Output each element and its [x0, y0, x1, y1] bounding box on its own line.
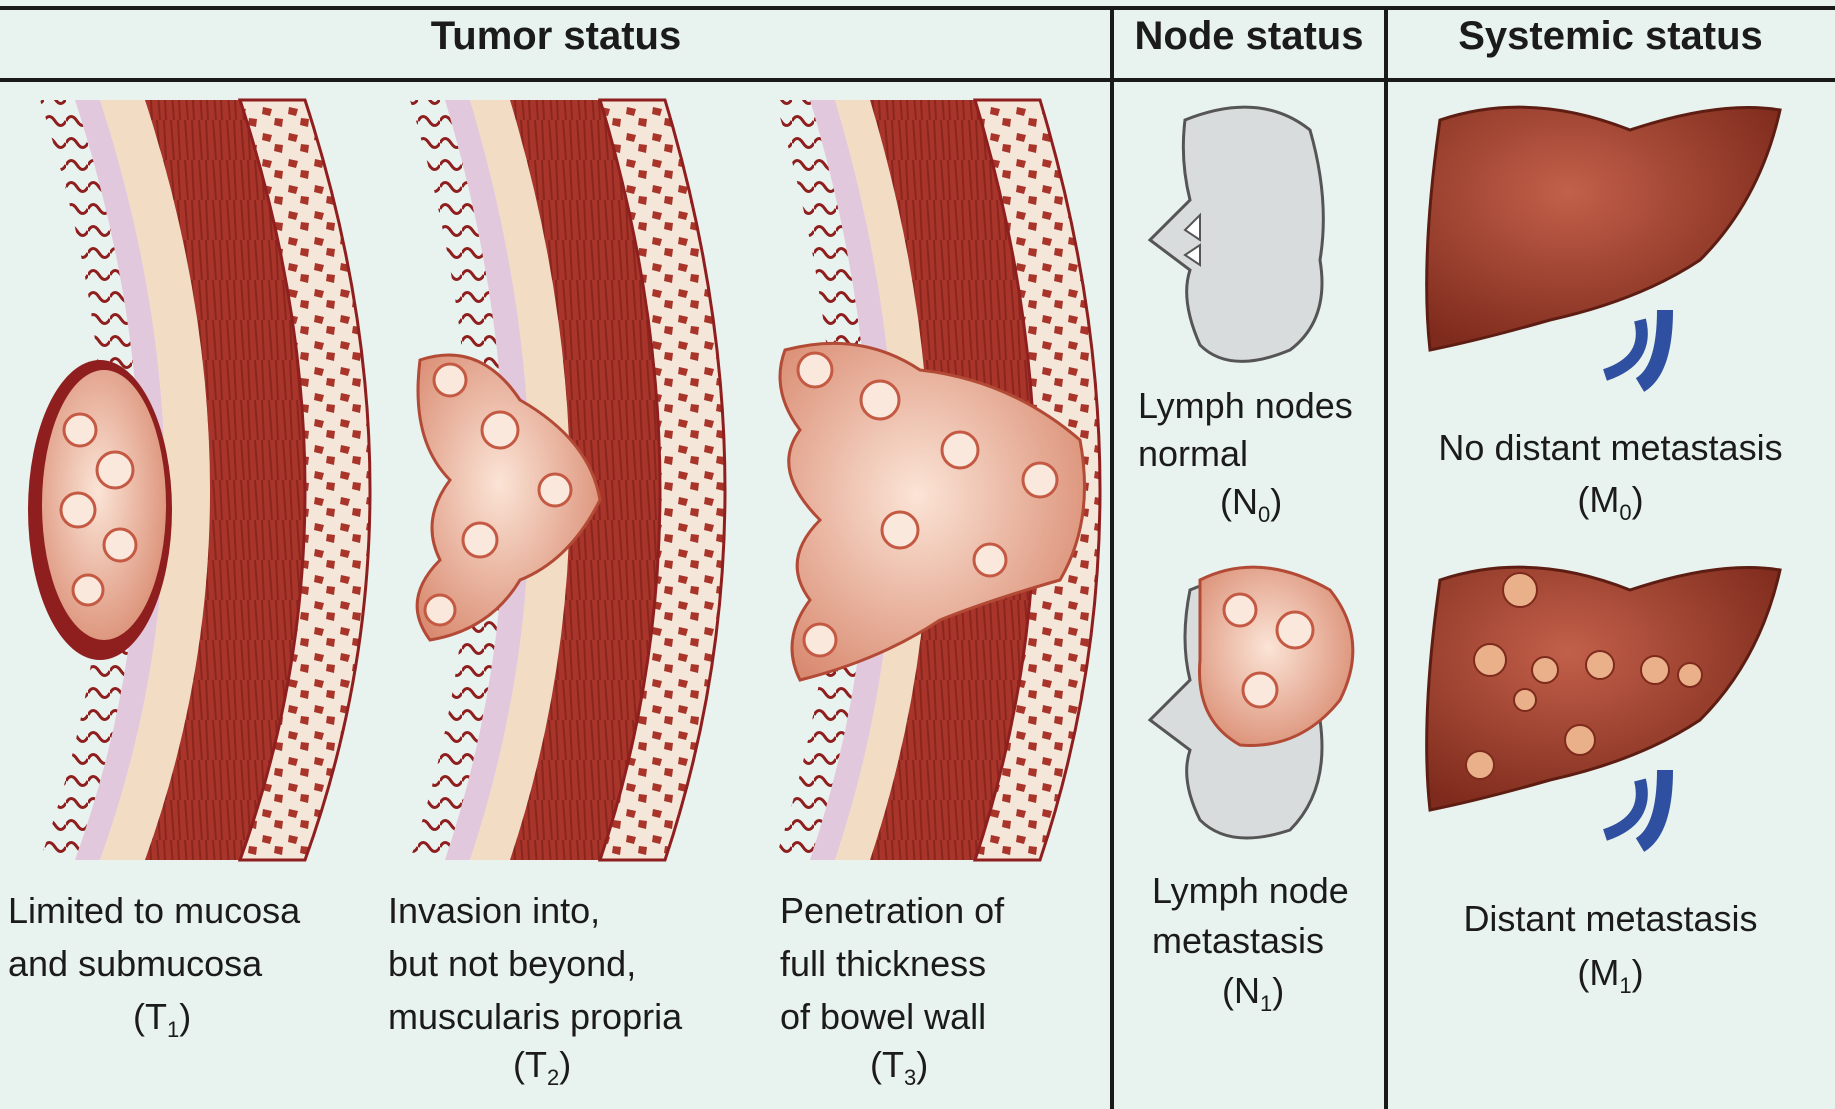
- caption-t2: Invasion into, but not beyond, musculari…: [388, 884, 748, 1100]
- caption-n0-line1: Lymph nodes: [1138, 382, 1378, 430]
- stage-label-m0: (M0): [1386, 474, 1835, 539]
- caption-t1: Limited to mucosa and submucosa (T1): [8, 884, 368, 1056]
- stage-label-t1: (T1): [8, 990, 368, 1056]
- caption-n1: Lymph node metastasis (N1): [1152, 866, 1382, 1029]
- caption-n1-line1: Lymph node: [1152, 866, 1382, 916]
- stage-label-m1: (M1): [1386, 946, 1835, 1013]
- caption-t3-line3: of bowel wall: [780, 990, 1100, 1043]
- header-node-status: Node status: [1112, 14, 1386, 59]
- liver-m1: [1427, 567, 1780, 845]
- header-systemic-status: Systemic status: [1386, 14, 1835, 59]
- liver-m0: [1427, 107, 1780, 385]
- header-tumor-status: Tumor status: [0, 14, 1112, 59]
- caption-t3-line2: full thickness: [780, 937, 1100, 990]
- lymph-node-n0: [1150, 107, 1323, 361]
- stage-label-t2: (T2): [388, 1043, 748, 1100]
- tumor-t1: [28, 360, 172, 660]
- caption-m1: Distant metastasis (M1): [1386, 892, 1835, 1013]
- caption-t3-line1: Penetration of: [780, 884, 1100, 937]
- caption-m0-line1: No distant metastasis: [1386, 422, 1835, 474]
- caption-t2-line1: Invasion into,: [388, 884, 748, 937]
- caption-t1-line2: and submucosa: [8, 937, 368, 990]
- caption-n0: Lymph nodes normal (N0): [1138, 382, 1378, 539]
- caption-t3: Penetration of full thickness of bowel w…: [780, 884, 1100, 1100]
- lymph-node-n1: [1150, 567, 1353, 838]
- stage-label-t3: (T3): [780, 1043, 1100, 1100]
- caption-m1-line1: Distant metastasis: [1386, 892, 1835, 946]
- caption-t1-line1: Limited to mucosa: [8, 884, 368, 937]
- stage-label-n0: (N0): [1138, 478, 1378, 539]
- caption-n0-line2: normal: [1138, 430, 1378, 478]
- caption-t2-line2: but not beyond,: [388, 937, 748, 990]
- caption-t2-line3: muscularis propria: [388, 990, 748, 1043]
- caption-n1-line2: metastasis: [1152, 916, 1382, 966]
- stage-label-n1: (N1): [1152, 966, 1382, 1029]
- caption-m0: No distant metastasis (M0): [1386, 422, 1835, 539]
